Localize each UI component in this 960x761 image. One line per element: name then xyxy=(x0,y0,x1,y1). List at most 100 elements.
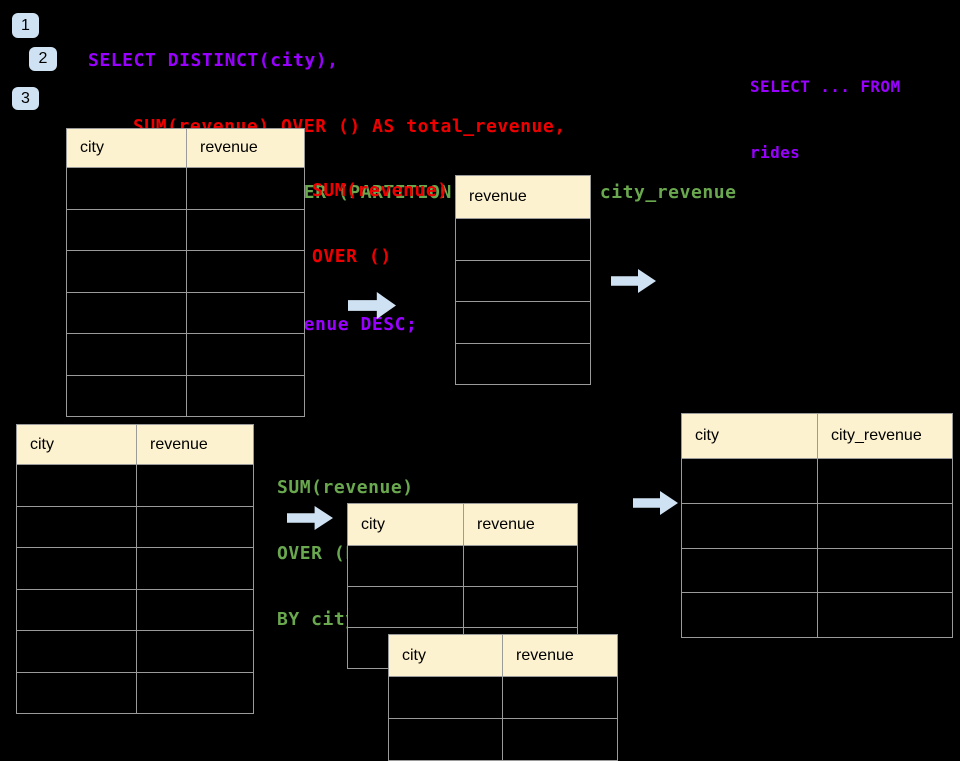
select-from-note: SELECT ... FROM rides xyxy=(750,32,901,186)
select-from-note-line2: rides xyxy=(750,143,801,162)
column-header-city: city xyxy=(17,425,137,464)
table-cell xyxy=(456,261,590,302)
table-cell xyxy=(67,251,187,292)
table-row xyxy=(17,505,253,548)
select-from-note-line1: SELECT ... FROM xyxy=(750,77,901,96)
table-cell xyxy=(682,548,818,593)
table-row xyxy=(67,250,304,292)
table-cell xyxy=(503,719,617,760)
column-header-revenue: revenue xyxy=(150,435,208,453)
table-cell xyxy=(464,587,577,627)
table-row xyxy=(682,592,952,638)
table-cell xyxy=(67,375,187,416)
table-cell xyxy=(17,589,137,630)
table-cell xyxy=(456,302,590,343)
table-cell xyxy=(348,546,464,586)
table-row xyxy=(682,502,952,548)
table-header-row: city revenue xyxy=(17,425,253,464)
table-cell xyxy=(818,504,952,548)
table-cell xyxy=(187,334,304,375)
table-cell xyxy=(187,376,304,417)
table-revenue-only: revenue xyxy=(455,175,591,385)
table-cell xyxy=(389,677,503,718)
table-cell xyxy=(187,210,304,251)
slide-canvas: { "colors": { "background": "#000000", "… xyxy=(12,13,953,761)
step-badge-3: 3 xyxy=(12,87,39,110)
total-revenue-annotation-line1: SUM(revenue) xyxy=(312,180,449,201)
table-row xyxy=(456,259,590,302)
column-header-revenue: revenue xyxy=(516,646,574,664)
table-row xyxy=(389,676,617,718)
column-header-revenue: revenue xyxy=(477,515,535,533)
table-cell xyxy=(187,293,304,334)
table-row xyxy=(456,342,590,385)
table-result: city city_revenue xyxy=(681,413,953,639)
table-cell xyxy=(818,459,952,503)
column-header-revenue: revenue xyxy=(200,139,258,156)
step-badge-1: 1 xyxy=(12,13,39,38)
table-cell xyxy=(682,503,818,548)
sql-line-select: SELECT DISTINCT(city), xyxy=(88,50,339,71)
table-header-row: city revenue xyxy=(389,635,617,676)
table-cell xyxy=(137,507,253,548)
table-cell xyxy=(389,719,503,760)
table-cell xyxy=(17,631,137,672)
table-cell xyxy=(187,168,304,209)
table-cell xyxy=(137,631,253,672)
table-source-bottom: city revenue xyxy=(16,424,254,714)
table-cell xyxy=(187,251,304,292)
table-cell xyxy=(464,546,577,586)
table-source-top: city revenue xyxy=(66,128,305,417)
table-cell xyxy=(682,593,818,638)
table-row xyxy=(17,630,253,672)
table-row xyxy=(389,718,617,760)
table-row xyxy=(67,167,304,209)
table-header-row: city revenue xyxy=(348,504,577,545)
column-header-city: city xyxy=(682,414,818,458)
table-cell xyxy=(17,548,137,589)
table-cell xyxy=(137,465,253,506)
table-partition-overlap: city revenue xyxy=(388,634,618,761)
table-row xyxy=(348,545,577,586)
table-row xyxy=(348,586,577,627)
table-cell xyxy=(137,673,253,714)
arrow-partition-to-result-icon xyxy=(633,491,678,515)
table-header-row: city revenue xyxy=(67,129,304,167)
table-row xyxy=(67,208,304,251)
table-cell xyxy=(456,219,590,260)
table-row xyxy=(456,301,590,343)
column-header-revenue: revenue xyxy=(469,188,527,205)
table-cell xyxy=(67,168,187,209)
table-cell xyxy=(682,459,818,503)
table-cell xyxy=(67,334,187,375)
column-header-city: city xyxy=(389,635,503,676)
table-cell xyxy=(17,465,137,506)
table-row xyxy=(682,458,952,503)
table-cell xyxy=(348,587,464,627)
table-cell xyxy=(67,209,187,250)
table-cell xyxy=(503,677,617,718)
partition-annotation-line1: SUM(revenue) xyxy=(277,477,414,498)
table-row xyxy=(67,374,304,417)
table-row xyxy=(67,333,304,375)
total-revenue-annotation-line2: OVER () xyxy=(312,246,392,267)
table-row xyxy=(17,588,253,631)
table-cell xyxy=(17,506,137,547)
table-cell xyxy=(137,590,253,631)
table-row xyxy=(67,291,304,334)
table-cell xyxy=(456,344,590,385)
step-badge-2: 2 xyxy=(29,47,57,71)
table-cell xyxy=(818,549,952,593)
table-cell xyxy=(137,548,253,589)
table-cell xyxy=(67,292,187,333)
table-header-row: city city_revenue xyxy=(682,414,952,458)
table-header-row: revenue xyxy=(456,176,590,218)
total-revenue-annotation: SUM(revenue) OVER () xyxy=(312,136,449,290)
column-header-city-revenue: city_revenue xyxy=(831,427,922,444)
table-cell xyxy=(818,593,952,637)
table-row xyxy=(456,218,590,260)
column-header-city: city xyxy=(348,504,464,545)
table-cell xyxy=(17,672,137,713)
column-header-city: city xyxy=(67,129,187,167)
table-row xyxy=(17,464,253,506)
